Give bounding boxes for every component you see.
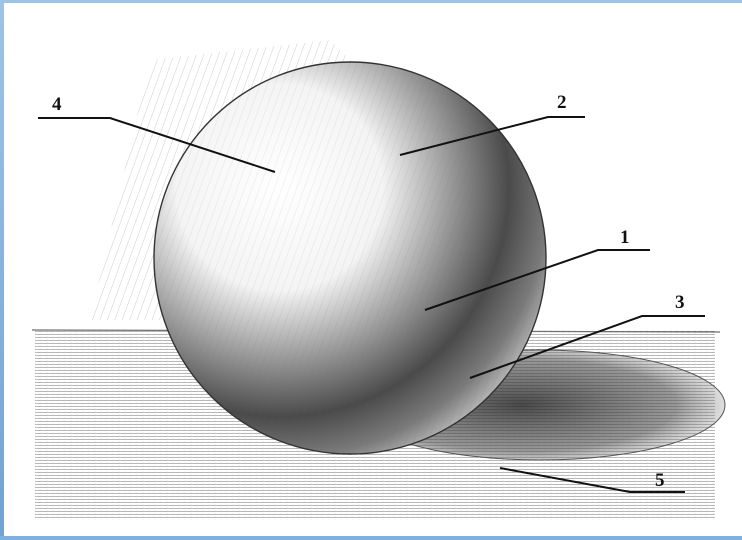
label-2: 2 <box>557 92 567 113</box>
label-5: 5 <box>655 470 665 491</box>
label-3: 3 <box>675 292 685 313</box>
label-1: 1 <box>620 227 630 248</box>
label-4: 4 <box>52 94 62 115</box>
